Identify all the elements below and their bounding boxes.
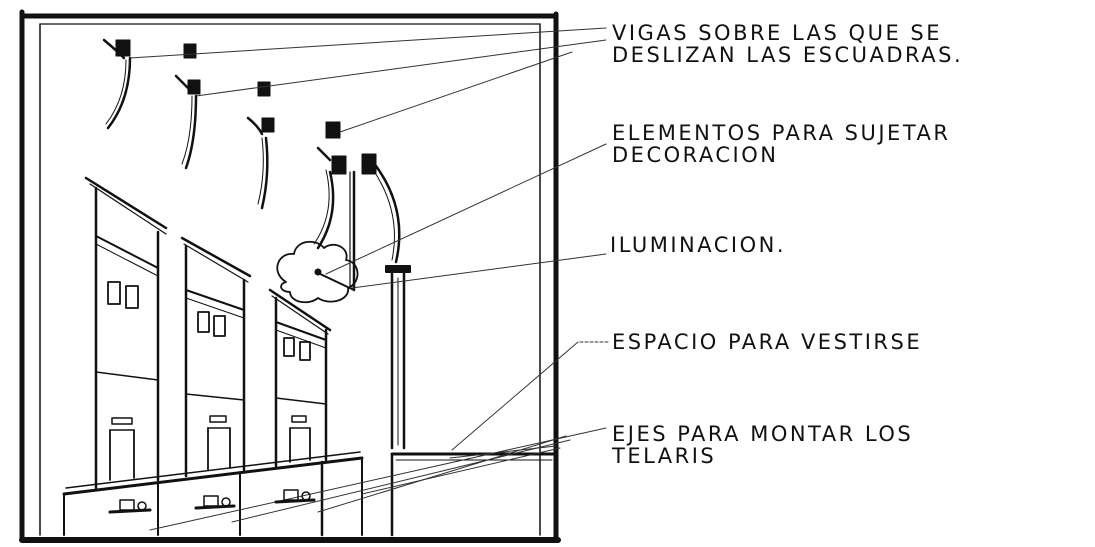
label-ejes: EJES PARA MONTAR LOS TELARIS (612, 423, 913, 467)
label-ejes-line-2: TELARIS (612, 444, 717, 468)
stage-frame (19, 9, 561, 543)
scenery-flat-2 (180, 236, 252, 478)
cloud-decoration (276, 240, 359, 304)
flying-beams (102, 38, 401, 292)
leader-lines (129, 27, 611, 531)
dressing-room-box (390, 452, 558, 537)
label-vigas-line-2: DESLIZAN LAS ESCUADRAS. (612, 43, 964, 67)
label-espacio: ESPACIO PARA VESTIRSE (612, 331, 922, 353)
label-iluminacion-line-1: ILUMINACION. (610, 233, 787, 257)
scenery-flat-3 (268, 288, 332, 468)
label-elementos-line-1: ELEMENTOS PARA SUJETAR (612, 121, 951, 145)
lighting-tower (385, 265, 411, 450)
floor-fixtures (108, 489, 316, 514)
label-elementos-line-2: DECORACION (612, 143, 779, 167)
scenery-flat-1 (84, 176, 168, 490)
label-iluminacion: ILUMINACION. (610, 234, 786, 256)
label-vigas-line-1: VIGAS SOBRE LAS QUE SE (612, 21, 942, 45)
label-elementos: ELEMENTOS PARA SUJETAR DECORACION (612, 122, 950, 166)
label-ejes-line-1: EJES PARA MONTAR LOS (612, 422, 914, 446)
label-vigas: VIGAS SOBRE LAS QUE SE DESLIZAN LAS ESCU… (612, 22, 963, 66)
stage-floor (62, 451, 364, 537)
label-espacio-line-1: ESPACIO PARA VESTIRSE (612, 330, 923, 354)
